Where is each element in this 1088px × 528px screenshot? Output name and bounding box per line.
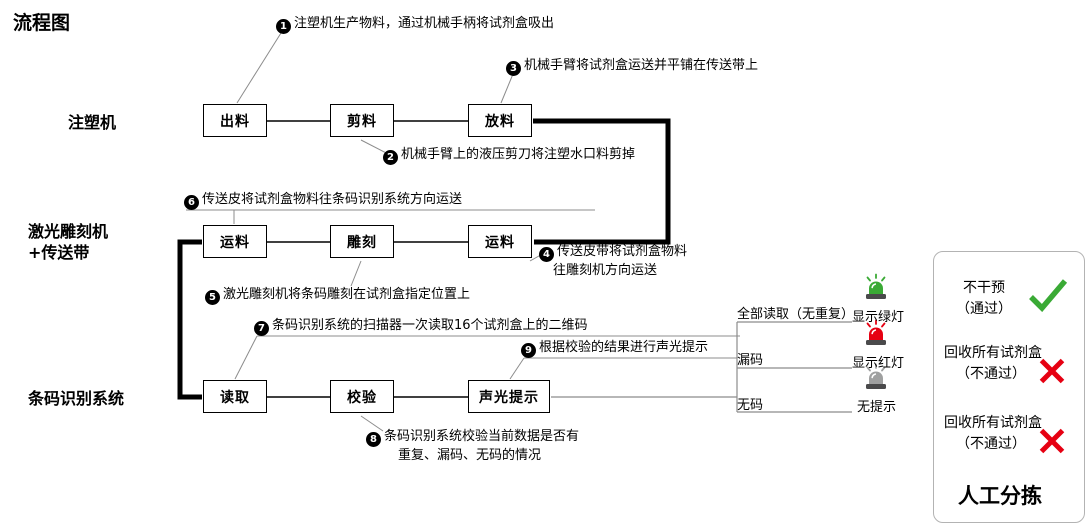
annotation-6-text: 传送皮将试剂盒物料往条码识别系统方向运送 xyxy=(202,192,463,207)
flow-node-transport-2: 运料 xyxy=(468,225,532,258)
flow-node-alert: 声光提示 xyxy=(468,380,550,413)
flow-node-verify: 校验 xyxy=(330,380,394,413)
panel-item3-line2: （不通过） xyxy=(956,436,1026,452)
check-icon xyxy=(1028,278,1068,313)
annotation-9-text: 根据校验的结果进行声光提示 xyxy=(539,340,709,355)
annotation-5-text: 激光雕刻机将条码雕刻在试剂盒指定位置上 xyxy=(223,287,471,302)
step-number-9: 9 xyxy=(521,343,536,358)
step-number-1: 1 xyxy=(276,19,291,34)
green-light-icon xyxy=(863,273,889,302)
step-number-3: 3 xyxy=(506,61,521,76)
page-title: 流程图 xyxy=(13,12,71,34)
annotation-7-text: 条码识别系统的扫描器一次读取16个试剂盒上的二维码 xyxy=(272,318,588,333)
outcome-result-red: 显示红灯 xyxy=(852,356,905,371)
annotation-4-text1: 传送皮带将试剂盒物料 xyxy=(557,244,688,259)
row-label-line1: 激光雕刻机 xyxy=(28,222,109,241)
row-label-injection-machine: 注塑机 xyxy=(68,113,117,132)
cross-icon-2 xyxy=(1038,427,1066,455)
row-label-line2: +传送带 xyxy=(28,243,90,262)
row-label-barcode-system: 条码识别系统 xyxy=(28,389,125,408)
annotation-4-line2: 往雕刻机方向运送 xyxy=(553,263,658,278)
step-number-2: 2 xyxy=(383,150,398,165)
gray-light-icon xyxy=(863,363,889,392)
step-number-6: 6 xyxy=(184,195,199,210)
flow-node-cut: 剪料 xyxy=(330,104,394,137)
flow-node-engrave: 雕刻 xyxy=(330,225,394,258)
step-number-7: 7 xyxy=(254,321,269,336)
row-label-laser-conveyor: 激光雕刻机 +传送带 xyxy=(28,221,108,263)
step-number-4: 4 xyxy=(539,247,554,262)
panel-item2-line2: （不通过） xyxy=(956,366,1026,382)
step-number-5: 5 xyxy=(205,290,220,305)
cross-icon-1 xyxy=(1038,357,1066,385)
outcome-branch-lines xyxy=(551,321,852,413)
panel-item3-line1: 回收所有试剂盒 xyxy=(944,415,1042,431)
outcome-result-green: 显示绿灯 xyxy=(852,310,905,325)
flow-node-discharge: 出料 xyxy=(203,104,267,137)
flow-node-place: 放料 xyxy=(468,104,532,137)
annotation-2-text: 机械手臂上的液压剪刀将注塑水口料剪掉 xyxy=(401,147,636,162)
red-light-icon xyxy=(863,319,889,348)
step-number-8: 8 xyxy=(366,432,381,447)
flow-node-read: 读取 xyxy=(203,380,267,413)
annotation-leader-lines xyxy=(186,32,740,432)
outcome-condition-no-code: 无码 xyxy=(737,398,764,413)
annotation-1-text: 注塑机生产物料，通过机械手柄将试剂盒吸出 xyxy=(294,16,555,31)
outcome-condition-all-read: 全部读取（无重复） xyxy=(737,307,855,322)
flow-node-transport-1: 运料 xyxy=(203,225,267,258)
outcome-condition-missing-code: 漏码 xyxy=(737,353,764,368)
manual-sorting-panel xyxy=(933,251,1085,523)
panel-item1-line1: 不干预 xyxy=(963,280,1005,296)
panel-title: 人工分拣 xyxy=(958,484,1042,508)
annotation-8-line2: 重复、漏码、无码的情况 xyxy=(398,448,542,463)
annotation-8-text1: 条码识别系统校验当前数据是否有 xyxy=(384,429,580,444)
annotation-3-text: 机械手臂将试剂盒运送并平铺在传送带上 xyxy=(524,58,759,73)
outcome-result-none: 无提示 xyxy=(857,400,897,415)
panel-item2-line1: 回收所有试剂盒 xyxy=(944,345,1042,361)
panel-item1-line2: （通过） xyxy=(956,301,1012,317)
